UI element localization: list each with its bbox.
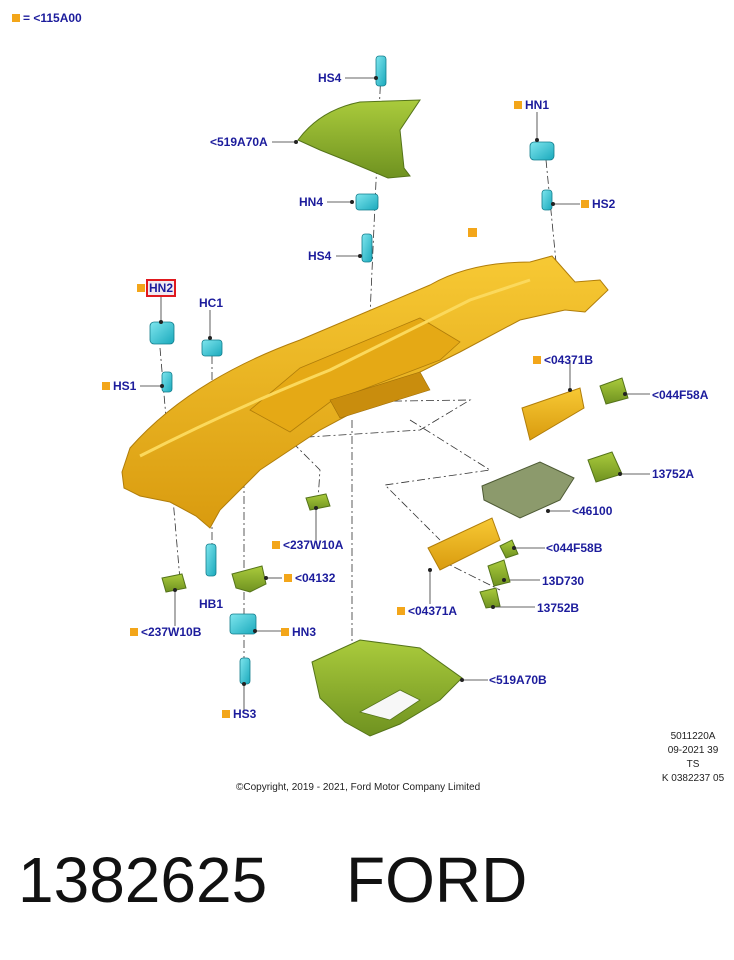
callout-044f58a[interactable]: <044F58A [652, 388, 709, 402]
marker-icon [397, 607, 405, 615]
callout-04132[interactable]: <04132 [284, 571, 335, 585]
instrument-panel-part [121, 255, 609, 529]
marker-icon [102, 382, 110, 390]
callout-hs3[interactable]: HS3 [222, 707, 256, 721]
module-part [481, 461, 575, 519]
callout-hn1[interactable]: HN1 [514, 98, 549, 112]
marker-icon [272, 541, 280, 549]
callout-237w10b[interactable]: <237W10B [130, 625, 201, 639]
callout-hn3[interactable]: HN3 [281, 625, 316, 639]
drawing-ref: K 0382237 05 [661, 773, 725, 784]
marker-icon [137, 284, 145, 292]
callout-hn2-highlight: HN2 [145, 279, 177, 297]
callout-237w10a[interactable]: <237W10A [272, 538, 343, 552]
bracket-b-part [521, 387, 585, 441]
marker-icon [284, 574, 292, 582]
bracket-a-part [427, 517, 501, 571]
legend: = <115A00 [12, 11, 82, 25]
callout-04371a[interactable]: <04371A [397, 604, 457, 618]
callout-13752a[interactable]: 13752A [652, 467, 695, 481]
drawing-meta: 5011220A 09-2021 39 TS K 0382237 05 [656, 730, 730, 786]
callout-hn2[interactable]: HN2 [137, 279, 177, 297]
brand-name: FORD [346, 844, 528, 916]
callout-hn4[interactable]: HN4 [299, 195, 324, 209]
callout-519a70a[interactable]: <519A70A [210, 135, 268, 149]
callout-hs4-top[interactable]: HS4 [318, 71, 342, 85]
callout-hs1[interactable]: HS1 [102, 379, 136, 393]
marker-icon [581, 200, 589, 208]
marker-icon [533, 356, 541, 364]
marker-icon [281, 628, 289, 636]
callout-dots [159, 76, 627, 686]
callout-519a70b[interactable]: <519A70B [489, 673, 547, 687]
leader-lines [140, 77, 650, 712]
drawing-id: 5011220A [670, 731, 716, 742]
callout-044f58b[interactable]: <044F58B [546, 541, 603, 555]
part-number: 1382625 [18, 844, 268, 916]
legend-text: = <115A00 [23, 11, 82, 25]
callout-13d730[interactable]: 13D730 [542, 574, 585, 588]
callout-hs4-mid[interactable]: HS4 [308, 249, 332, 263]
upper-bezel-part [297, 99, 421, 179]
callout-hb1[interactable]: HB1 [199, 597, 224, 611]
drawing-date: 09-2021 39 [667, 745, 719, 756]
marker-icon [514, 101, 522, 109]
callout-hs2[interactable]: HS2 [581, 197, 615, 211]
marker-icon [222, 710, 230, 718]
marker-icon [130, 628, 138, 636]
callout-46100[interactable]: <46100 [572, 504, 613, 518]
copyright-text: ©Copyright, 2019 - 2021, Ford Motor Comp… [236, 782, 481, 793]
callout-13752b[interactable]: 13752B [537, 601, 580, 615]
callout-hc1[interactable]: HC1 [199, 296, 224, 310]
panel-marker [468, 228, 477, 237]
drawing-code: TS [686, 759, 700, 770]
callout-04371b[interactable]: <04371B [533, 353, 593, 367]
lower-bezel-part [311, 639, 463, 737]
small-green-parts [161, 377, 629, 609]
legend-marker-icon [12, 14, 20, 22]
fasteners [149, 55, 555, 685]
